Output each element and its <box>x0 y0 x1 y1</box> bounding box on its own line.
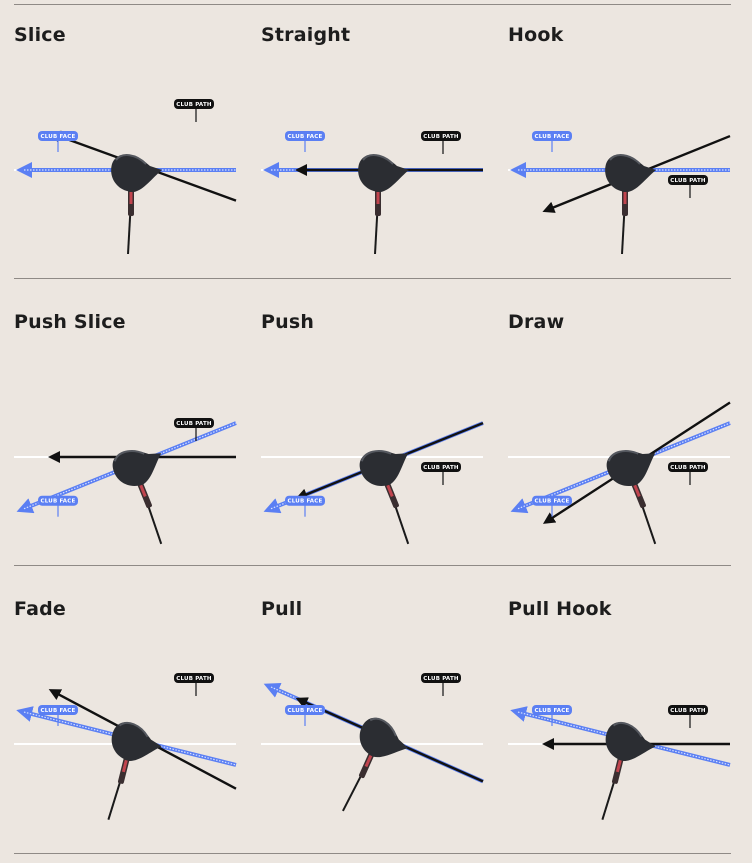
club-head-icon <box>601 721 656 820</box>
club-face-label: CLUB FACE <box>532 705 572 726</box>
club-face-label: CLUB FACE <box>532 131 572 152</box>
club-face-label: CLUB FACE <box>285 705 325 726</box>
club-head-icon <box>111 154 162 255</box>
club-path-label: CLUB PATH <box>174 673 214 696</box>
club-path-label: CLUB PATH <box>421 673 461 696</box>
club-head-icon <box>606 450 657 545</box>
club-path-label-text: CLUB PATH <box>670 708 706 714</box>
club-head-icon <box>342 717 409 812</box>
shot-title: Draw <box>508 311 565 333</box>
club-face-label-text: CLUB FACE <box>288 499 323 505</box>
shot-title: Pull Hook <box>508 598 612 620</box>
club-face-label: CLUB FACE <box>38 131 78 152</box>
club-face-label: CLUB FACE <box>38 495 78 517</box>
club-path-label-text: CLUB PATH <box>423 134 459 140</box>
divider-bottom <box>14 853 731 854</box>
club-head-icon <box>605 154 656 255</box>
club-path-label-text: CLUB PATH <box>423 465 459 471</box>
club-path-label: CLUB PATH <box>668 462 708 485</box>
shot-diagram-straight: CLUB FACE CLUB PATH <box>261 131 483 255</box>
shot-title: Slice <box>14 24 66 46</box>
shot-diagram-slice: CLUB FACE CLUB PATH <box>14 99 237 255</box>
club-face-label-text: CLUB FACE <box>288 134 323 140</box>
club-face-label-text: CLUB FACE <box>535 708 570 714</box>
club-face-label: CLUB FACE <box>532 495 572 517</box>
club-path-label: CLUB PATH <box>174 99 214 122</box>
shot-diagram-push: CLUB FACE CLUB PATH <box>261 421 484 545</box>
shot-diagram-draw: CLUB FACE CLUB PATH <box>508 401 731 545</box>
club-face-label-text: CLUB FACE <box>535 134 570 140</box>
shot-diagram-fade: CLUB FACE CLUB PATH <box>14 673 237 820</box>
shot-diagram-push-slice: CLUB FACE CLUB PATH <box>14 418 237 545</box>
club-face-label: CLUB FACE <box>285 495 325 517</box>
club-face-label-text: CLUB FACE <box>288 708 323 714</box>
divider-top <box>14 4 731 5</box>
club-path-label-text: CLUB PATH <box>423 676 459 682</box>
club-head-icon <box>107 721 162 820</box>
club-path-label-text: CLUB PATH <box>670 465 706 471</box>
club-face-label: CLUB FACE <box>285 131 325 152</box>
club-face-label-text: CLUB FACE <box>41 134 76 140</box>
shot-diagram-pull: CLUB FACE CLUB PATH <box>261 673 484 812</box>
club-path-label-text: CLUB PATH <box>176 102 212 108</box>
shot-title: Straight <box>261 24 351 46</box>
club-face-label-text: CLUB FACE <box>535 499 570 505</box>
shot-title: Push <box>261 311 315 333</box>
club-path-label: CLUB PATH <box>668 175 708 198</box>
club-path-label: CLUB PATH <box>421 131 461 154</box>
club-face-label-text: CLUB FACE <box>41 499 76 505</box>
shot-title: Hook <box>508 24 564 46</box>
club-face-label-text: CLUB FACE <box>41 708 76 714</box>
club-path-label-text: CLUB PATH <box>176 676 212 682</box>
shot-diagram-hook: CLUB FACE CLUB PATH <box>508 131 731 255</box>
club-path-label: CLUB PATH <box>668 705 708 728</box>
club-path-label-text: CLUB PATH <box>670 178 706 184</box>
shot-title: Pull <box>261 598 303 620</box>
club-path-label-text: CLUB PATH <box>176 421 212 427</box>
club-head-icon <box>359 450 410 545</box>
club-path-label: CLUB PATH <box>421 462 461 485</box>
shot-diagram-pull-hook: CLUB FACE CLUB PATH <box>508 705 731 820</box>
divider-2 <box>14 565 731 566</box>
club-head-icon <box>112 450 163 545</box>
club-head-icon <box>358 154 409 255</box>
shot-title: Fade <box>14 598 66 620</box>
divider-1 <box>14 278 731 279</box>
shot-title: Push Slice <box>14 311 126 333</box>
club-path-label: CLUB PATH <box>174 418 214 441</box>
club-face-label: CLUB FACE <box>38 705 78 726</box>
